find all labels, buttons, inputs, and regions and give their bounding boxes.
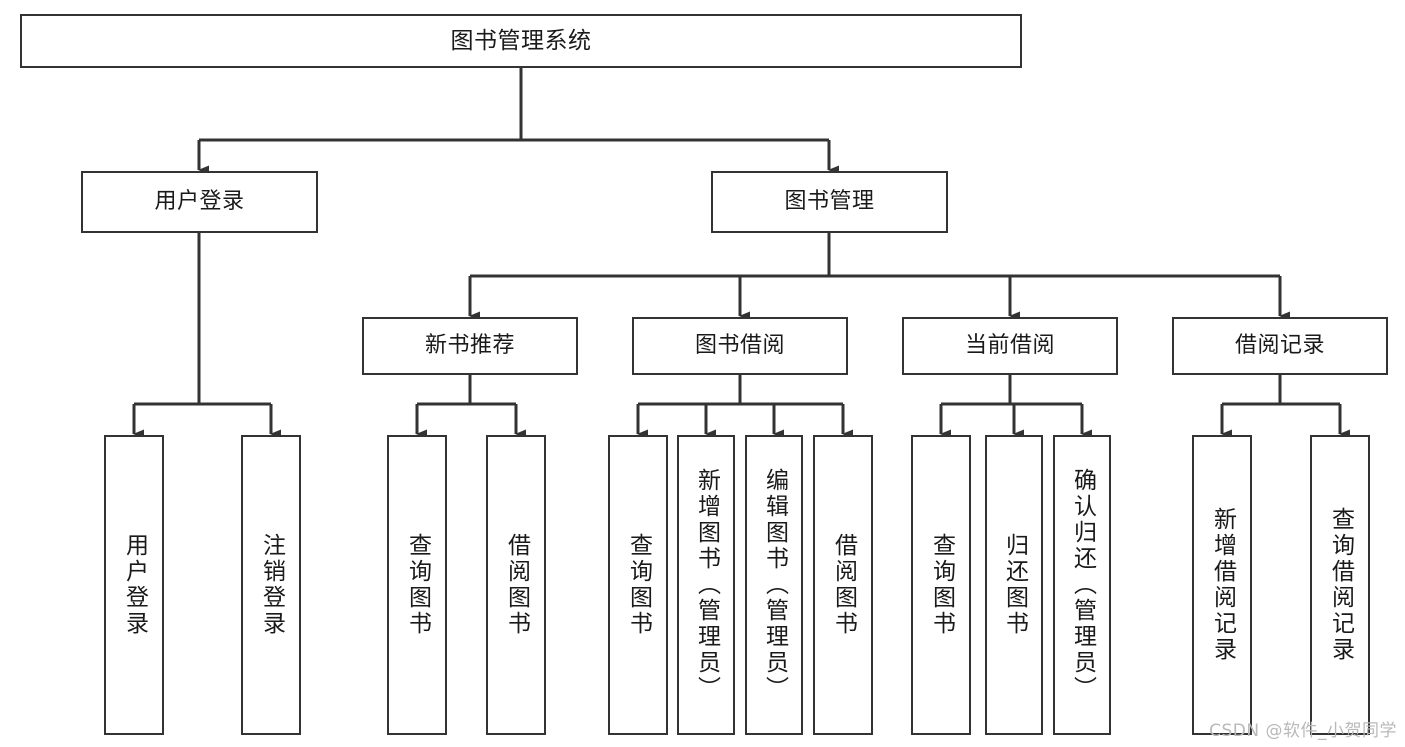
leaf-add-borrow-record[interactable]: 新增借阅记录 (1192, 435, 1252, 735)
node-borrow-record[interactable]: 借阅记录 (1172, 317, 1388, 375)
leaf-return-book-label: 归还图书 (1001, 533, 1028, 637)
leaf-borrow-book-1-label: 借阅图书 (503, 533, 530, 637)
node-book-manage-label: 图书管理 (784, 189, 875, 215)
leaf-add-book-admin[interactable]: 新增图书（管理员） (677, 435, 735, 735)
leaf-query-book-1[interactable]: 查询图书 (387, 435, 447, 735)
node-root-label: 图书管理系统 (450, 27, 592, 54)
leaf-user-logout-label: 注销登录 (258, 533, 285, 637)
tree-connectors (132, 68, 1350, 439)
node-root[interactable]: 图书管理系统 (20, 14, 1022, 68)
node-new-book-recommend[interactable]: 新书推荐 (362, 317, 578, 375)
node-user-login[interactable]: 用户登录 (81, 171, 318, 233)
node-book-borrow-label: 图书借阅 (694, 333, 785, 359)
leaf-query-book-1-label: 查询图书 (404, 533, 431, 637)
node-book-manage[interactable]: 图书管理 (711, 171, 948, 233)
node-book-borrow[interactable]: 图书借阅 (632, 317, 848, 375)
leaf-user-login-label: 用户登录 (121, 533, 148, 637)
leaf-confirm-return-admin[interactable]: 确认归还（管理员） (1053, 435, 1111, 735)
node-user-login-label: 用户登录 (154, 189, 245, 215)
leaf-add-book-admin-label: 新增图书（管理员） (693, 468, 720, 702)
leaf-query-book-2[interactable]: 查询图书 (608, 435, 668, 735)
leaf-edit-book-admin[interactable]: 编辑图书（管理员） (745, 435, 803, 735)
leaf-user-login[interactable]: 用户登录 (104, 435, 164, 735)
leaf-query-book-3[interactable]: 查询图书 (911, 435, 971, 735)
leaf-query-book-3-label: 查询图书 (928, 533, 955, 637)
node-borrow-record-label: 借阅记录 (1234, 333, 1325, 359)
leaf-query-borrow-record-label: 查询借阅记录 (1327, 507, 1354, 663)
leaf-query-book-2-label: 查询图书 (625, 533, 652, 637)
node-new-book-recommend-label: 新书推荐 (424, 333, 515, 359)
leaf-borrow-book-1[interactable]: 借阅图书 (486, 435, 546, 735)
leaf-return-book[interactable]: 归还图书 (985, 435, 1043, 735)
node-current-borrow[interactable]: 当前借阅 (902, 317, 1118, 375)
leaf-user-logout[interactable]: 注销登录 (241, 435, 301, 735)
leaf-borrow-book-2[interactable]: 借阅图书 (813, 435, 873, 735)
leaf-edit-book-admin-label: 编辑图书（管理员） (761, 468, 788, 702)
leaf-confirm-return-admin-label: 确认归还（管理员） (1069, 468, 1096, 702)
leaf-query-borrow-record[interactable]: 查询借阅记录 (1310, 435, 1370, 735)
node-current-borrow-label: 当前借阅 (964, 333, 1055, 359)
leaf-borrow-book-2-label: 借阅图书 (830, 533, 857, 637)
leaf-add-borrow-record-label: 新增借阅记录 (1209, 507, 1236, 663)
